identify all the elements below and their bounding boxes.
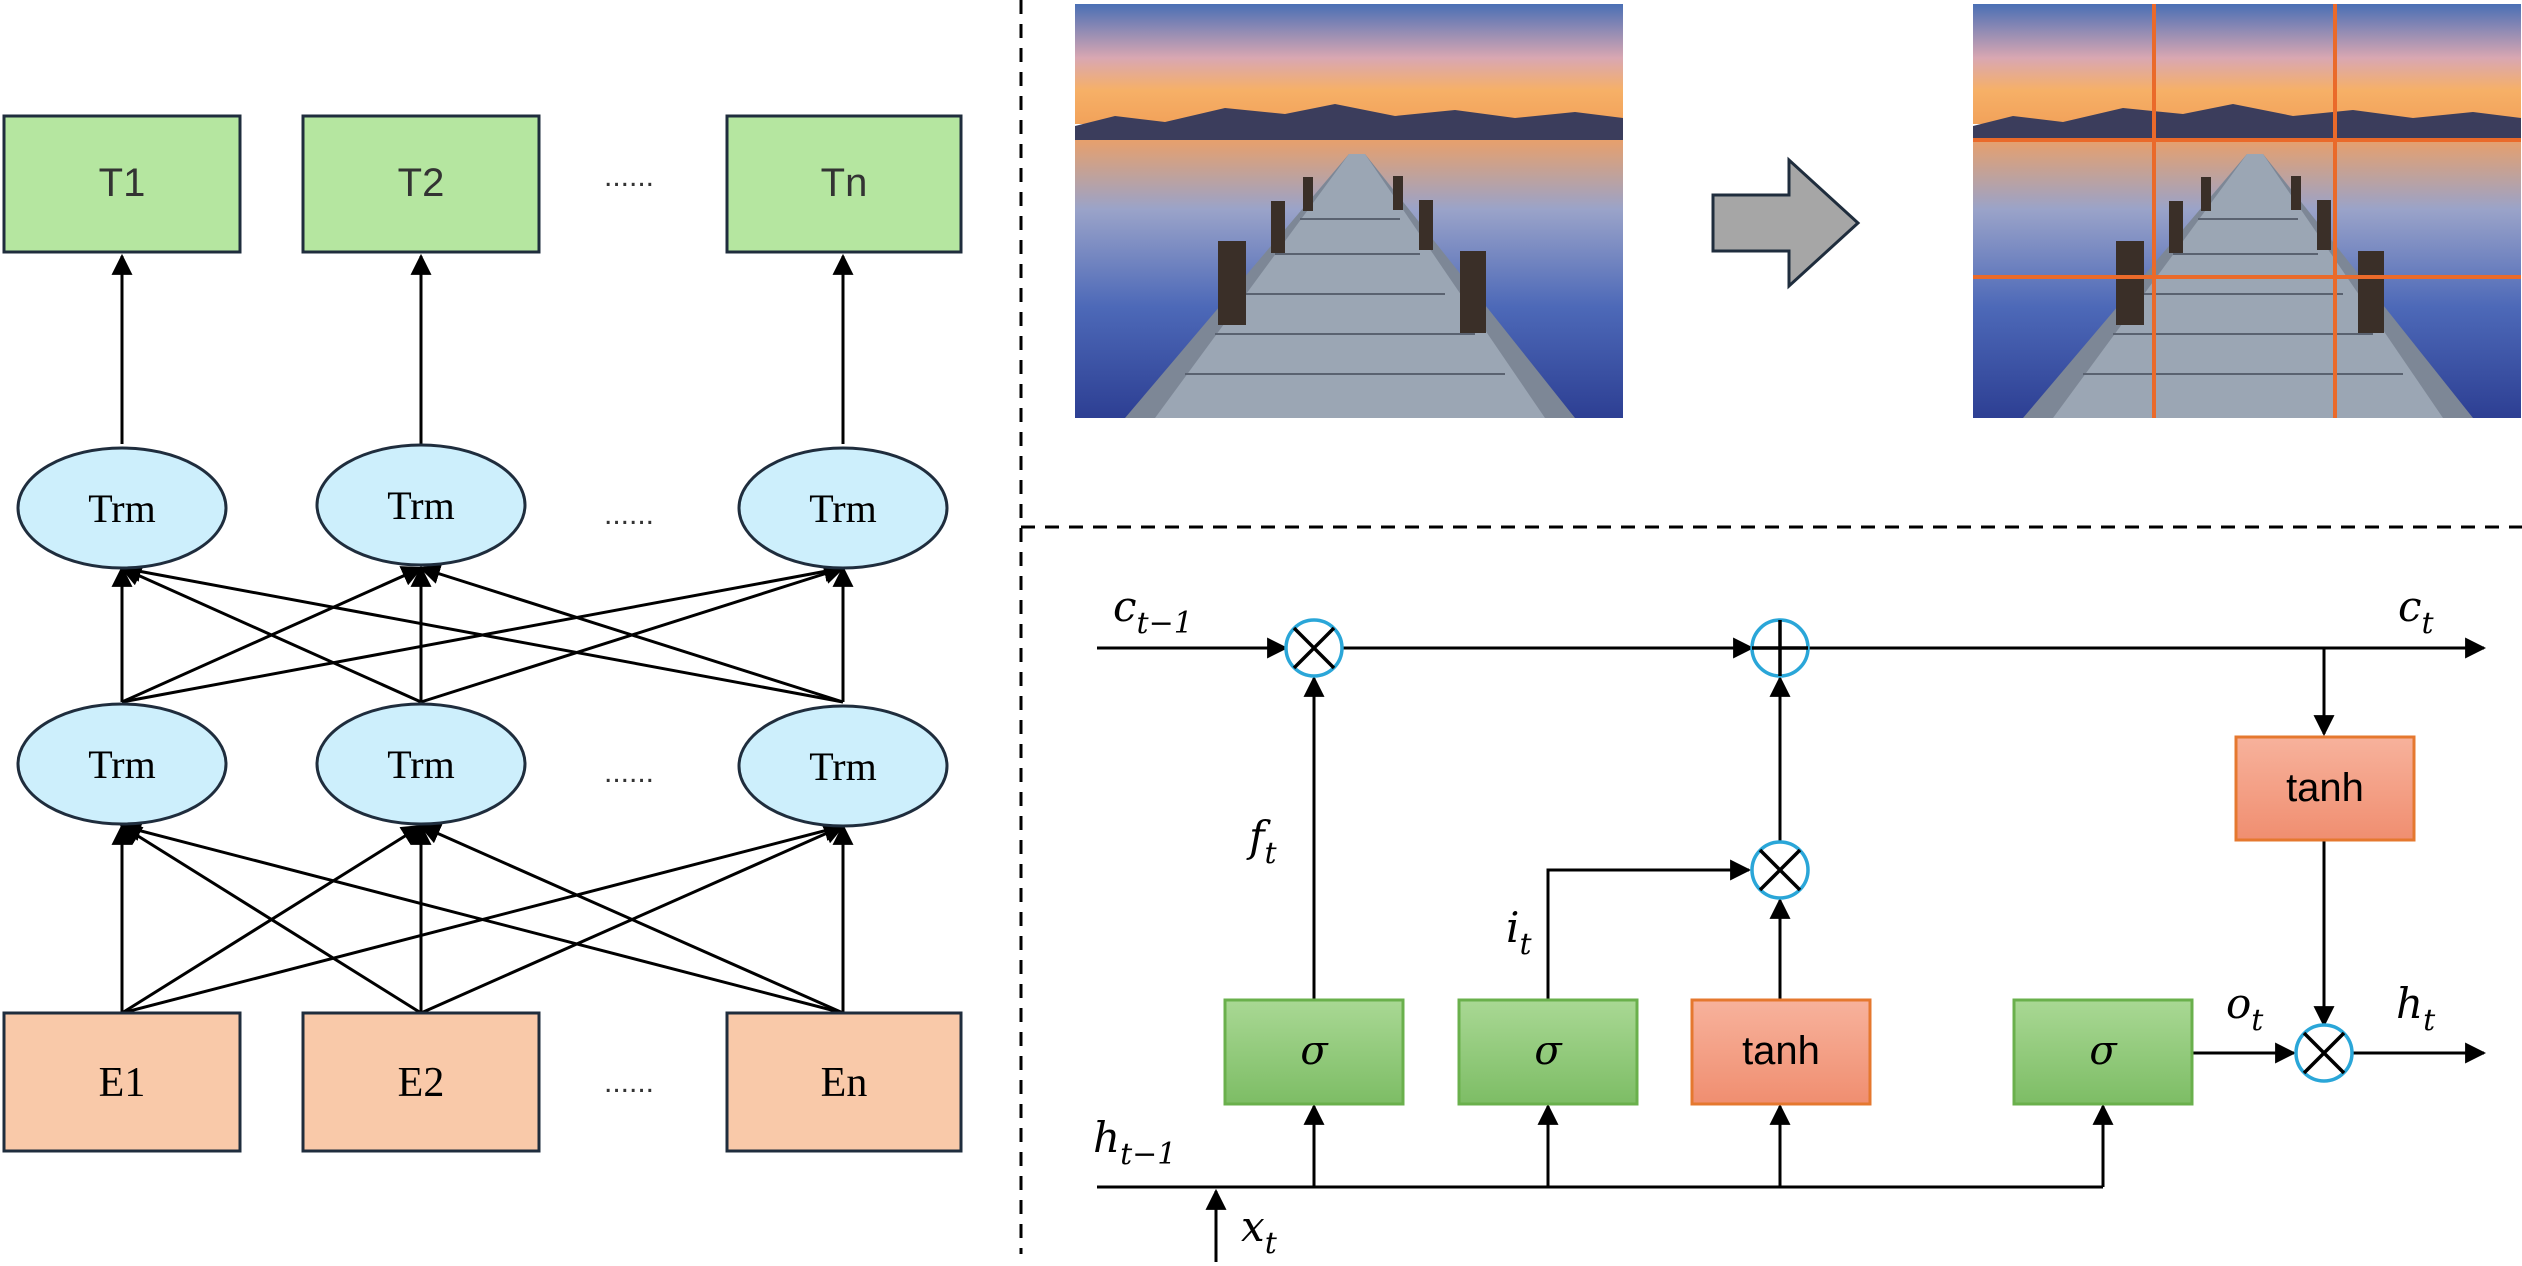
ellipsis: ...... <box>604 498 654 531</box>
tanh-label: tanh <box>2286 766 2364 810</box>
transformer-node: Trm <box>16 702 228 826</box>
output-label: Tn <box>821 161 868 205</box>
rule-of-thirds-grid <box>1973 4 2521 418</box>
transformer-label: Trm <box>809 744 876 789</box>
output-label: T1 <box>99 161 146 205</box>
input-multiply-icon <box>1750 840 1810 900</box>
transformer-node: Trm <box>315 702 527 826</box>
input-label: E2 <box>398 1060 445 1106</box>
transformer-node: Trm <box>315 443 527 567</box>
transformer-node: Trm <box>737 704 949 828</box>
label-c-prev: ct−1 <box>1113 582 1193 641</box>
input-label: En <box>821 1060 868 1106</box>
output-label: T2 <box>398 161 445 205</box>
ellipsis: ...... <box>604 756 654 789</box>
ellipsis: ...... <box>604 160 654 193</box>
lake-pier-photo <box>1075 4 1623 418</box>
lstm-diagram: σ σ tanh σ tanh ct−1 ct ft it ot ht ht−1… <box>1093 582 2487 1262</box>
cell-add-icon <box>1750 618 1810 678</box>
ellipsis: ...... <box>604 1066 654 1099</box>
input-embedding-e1: E1 <box>2 1011 242 1153</box>
lstm-wires <box>1097 637 2487 1262</box>
label-i-t: it <box>1506 903 1532 962</box>
label-f-t: ft <box>1246 812 1278 871</box>
forget-multiply-icon <box>1284 618 1344 678</box>
transformer-label: Trm <box>88 486 155 531</box>
transformer-label: Trm <box>88 742 155 787</box>
input-embedding-en: En <box>725 1011 963 1153</box>
label-h-prev: ht−1 <box>1093 1113 1176 1172</box>
tanh-label: tanh <box>1742 1029 1820 1073</box>
image-panel <box>1075 4 2521 418</box>
transformer-label: Trm <box>809 486 876 531</box>
label-h-t: ht <box>2396 979 2436 1038</box>
input-label: E1 <box>99 1060 146 1106</box>
output-token-t1: T1 <box>2 114 242 254</box>
input-gate: σ <box>1457 998 1639 1106</box>
output-multiply-icon <box>2294 1023 2354 1083</box>
gate-symbol: σ <box>2089 1028 2118 1074</box>
label-c-t: ct <box>2398 582 2435 641</box>
input-embedding-e2: E2 <box>301 1011 541 1153</box>
lake-pier-photo-with-grid <box>1973 4 2521 418</box>
transformer-node: Trm <box>737 446 949 570</box>
forget-gate: σ <box>1223 998 1405 1106</box>
gate-symbol: σ <box>1300 1028 1329 1074</box>
gate-symbol: σ <box>1534 1028 1563 1074</box>
output-token-tn: Tn <box>725 114 963 254</box>
candidate-tanh-layer: tanh <box>1690 998 1872 1106</box>
bert-diagram: T1 T2 Tn ...... Trm Trm Trm ...... Trm <box>2 114 963 1153</box>
transformer-label: Trm <box>387 483 454 528</box>
output-gate: σ <box>2012 998 2194 1106</box>
label-x-t: xt <box>1241 1202 1278 1261</box>
label-o-t: ot <box>2226 979 2264 1038</box>
right-arrow-icon <box>1711 156 1861 290</box>
bert-connections <box>111 253 854 1015</box>
cell-tanh-layer: tanh <box>2234 735 2416 842</box>
output-token-t2: T2 <box>301 114 541 254</box>
transformer-node: Trm <box>16 446 228 570</box>
transformer-label: Trm <box>387 742 454 787</box>
